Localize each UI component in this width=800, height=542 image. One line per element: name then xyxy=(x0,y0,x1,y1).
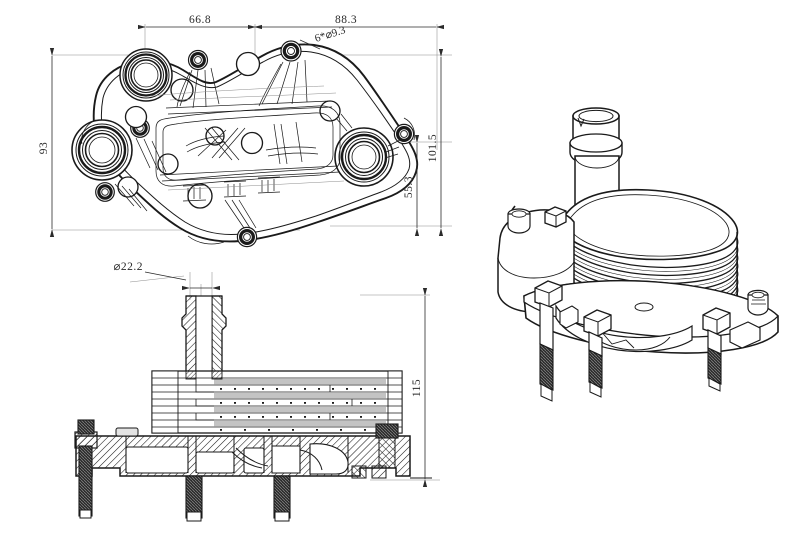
plan-bore-left xyxy=(71,119,133,181)
stud-mid-1 xyxy=(185,475,203,522)
mounting-hole xyxy=(187,49,209,71)
iso-bolt-middle xyxy=(583,309,612,398)
dim-101-5-label: 101.5 xyxy=(427,134,439,162)
isometric-view xyxy=(497,107,779,402)
iso-plug-right xyxy=(747,289,769,316)
dim-93: 93 xyxy=(38,48,55,237)
turbulator-row xyxy=(220,416,376,418)
plan-contour-lines xyxy=(149,85,345,191)
mounting-hole xyxy=(280,40,302,62)
plan-internal-ribs xyxy=(81,59,415,245)
dim-88-3-label: 88.3 xyxy=(335,14,357,26)
section-cooler-stack xyxy=(151,370,403,434)
iso-right-corner-block xyxy=(729,321,761,349)
dim-diameter-label: ⌀22.2 xyxy=(113,261,143,273)
plan-inner-profile xyxy=(100,50,411,235)
stud-right xyxy=(375,423,399,469)
iso-bolt-left xyxy=(534,280,563,402)
iso-hex-nut-upper xyxy=(544,206,567,228)
section-studs xyxy=(74,419,399,522)
turbulator-row xyxy=(220,429,366,431)
dim-66-8: 66.8 xyxy=(138,14,262,30)
plan-bore-right xyxy=(334,127,394,187)
plan-mounting-holes xyxy=(95,40,415,248)
dim-diameter-22-2: ⌀22.2 xyxy=(113,261,220,291)
dim-115: 115 xyxy=(411,288,428,487)
dim-66-8-label: 66.8 xyxy=(189,14,211,26)
plan-view: 66.8 88.3 93 101.5 55.3 xyxy=(38,14,452,248)
section-view: ⌀22.2 115 xyxy=(74,261,440,522)
section-cavities xyxy=(125,443,349,475)
dim-88-3: 88.3 xyxy=(248,14,444,30)
turbulator-row xyxy=(220,402,376,404)
dim-55-3-label: 55.3 xyxy=(403,176,415,198)
stud-mid-2 xyxy=(273,475,291,522)
stud-left xyxy=(74,419,98,519)
iso-flange-recess xyxy=(634,302,654,312)
iso-fasteners xyxy=(534,280,769,402)
section-inlet-neck xyxy=(181,295,227,376)
dim-115-label: 115 xyxy=(411,379,423,397)
turbulator-row xyxy=(220,388,376,390)
dim-55-3: 55.3 xyxy=(403,135,420,236)
dim-93-label: 93 xyxy=(38,142,50,155)
mounting-hole xyxy=(95,182,115,202)
mounting-hole xyxy=(236,226,258,248)
iso-plug-boss xyxy=(507,205,531,234)
mounting-hole xyxy=(393,123,415,145)
plan-bore-upper-left xyxy=(119,48,173,102)
section-flange-boss xyxy=(115,427,139,437)
iso-bracket-stub xyxy=(559,305,579,329)
iso-bolt-right xyxy=(702,307,731,392)
dim-101-5: 101.5 xyxy=(427,49,444,236)
